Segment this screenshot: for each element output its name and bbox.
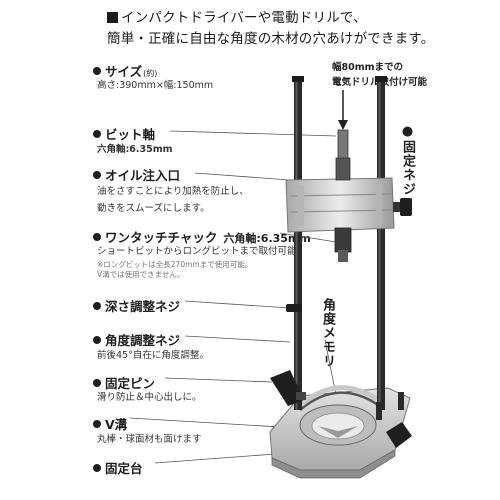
feature-chuck-note-2: V溝では使用できません。: [97, 270, 185, 279]
feature-size-title: サイズ(約): [93, 61, 157, 80]
bullet-icon: [93, 302, 101, 310]
headline-line-1: インパクトドライバーや電動ドリルで、: [121, 10, 367, 26]
bullet-icon: [93, 171, 101, 179]
headline-line-2: 簡単・正確に自由な角度の木材の穴あけができます。: [107, 31, 435, 47]
feature-chuck-desc: ショートビットからロングビットまで取付可能: [97, 246, 297, 257]
feature-base-title: 固定台: [93, 458, 143, 477]
feature-chuck-title: ワンタッチチャック六角軸:6.35mm: [93, 227, 311, 246]
angle-screw-lever: [270, 370, 306, 406]
headline: インパクトドライバーや電動ドリルで、 簡単・正確に自由な角度の木材の穴あけができ…: [107, 8, 434, 50]
leader-angle-screw: [184, 335, 291, 343]
left-column: [294, 80, 302, 410]
angle-memory-label: 角度メモリ: [320, 298, 335, 368]
leader-fixing-pin: [164, 377, 273, 383]
bullet-icon: [93, 233, 101, 241]
feature-chuck-note-1: ※ロングビットは全長270mmまで使用可能。: [97, 260, 253, 269]
stand-base: [269, 385, 411, 479]
arrow-down-icon: [338, 90, 348, 130]
leader-depth-screw: [184, 300, 291, 309]
right-column: [377, 80, 385, 410]
leader-base: [154, 453, 276, 464]
feature-oil-inlet-desc-1: 油をさすことにより加熱を防止し、: [97, 186, 249, 197]
feature-v-groove-desc: 丸棒・球面材も面けます: [97, 434, 202, 445]
bullet-icon: [93, 379, 101, 387]
front-knob: [386, 422, 412, 448]
feature-fixing-pin-title: 固定ピン: [93, 373, 155, 392]
feature-size-desc: 高さ:390mm×幅:150mm: [97, 80, 214, 91]
feature-v-groove-title: V溝: [93, 414, 127, 433]
feature-fixing-pin-desc: 滑り防止＆中心出しに。: [97, 392, 202, 403]
fixing-screw-label: ●固定ネジ: [400, 124, 415, 196]
feature-oil-inlet-title: オイル注入口: [93, 165, 180, 184]
bullet-icon: [93, 464, 101, 472]
bullet-icon: [93, 336, 101, 344]
leader-chuck: [279, 232, 337, 243]
fixing-pins: [376, 392, 404, 420]
feature-depth-screw-title: 深さ調整ネジ: [93, 296, 180, 315]
feature-angle-screw-desc: 前後45°自在に角度調整。: [97, 350, 209, 361]
bit-and-chuck: [334, 129, 352, 262]
leader-bit-shaft: [169, 130, 337, 137]
bullet-icon: [93, 130, 101, 138]
carriage-block: [285, 177, 395, 233]
fixing-screw-knob: [393, 198, 412, 216]
bullet-icon: [93, 67, 101, 75]
top-note-line-1: 幅80mmまでの: [332, 62, 404, 73]
feature-angle-screw-title: 角度調整ネジ: [93, 330, 180, 349]
depth-screw-knob: [286, 304, 302, 312]
feature-bit-shaft-desc: 六角軸:6.35mm: [97, 144, 173, 155]
feature-bit-shaft-title: ビット軸: [93, 124, 155, 143]
bullet-icon: [93, 420, 101, 428]
square-bullet-icon: [107, 12, 118, 23]
feature-oil-inlet-desc-2: 動きをスムーズにします。: [97, 203, 210, 214]
